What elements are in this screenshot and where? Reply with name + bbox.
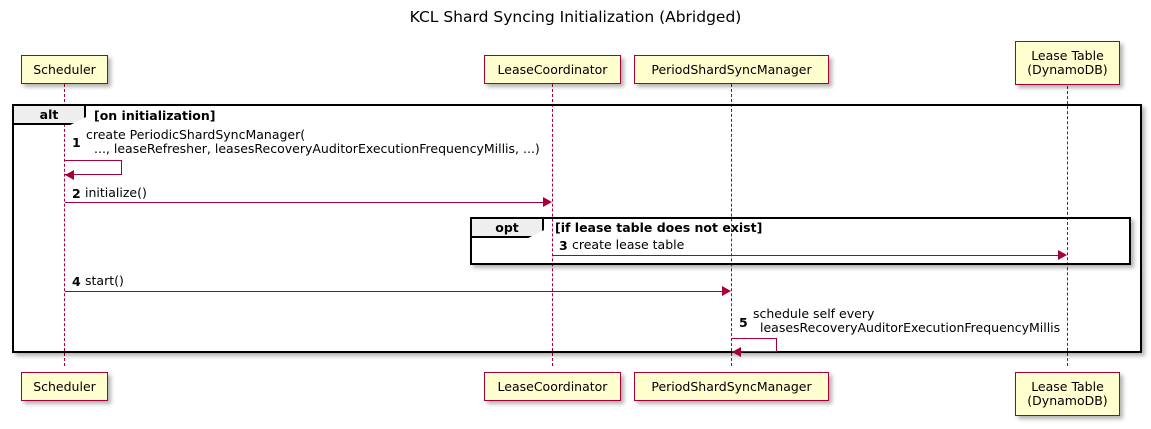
message-1-self-loop	[65, 160, 122, 175]
participant-leasetable-bottom[interactable]: Lease Table (DynamoDB)	[1015, 372, 1120, 416]
fragment-alt-tab: alt	[14, 106, 86, 125]
participant-label: LeaseCoordinator	[497, 378, 608, 394]
message-1-label-line2: ..., leaseRefresher, leasesRecoveryAudit…	[94, 141, 540, 156]
fragment-alt	[12, 104, 1142, 353]
message-4-line	[65, 291, 722, 292]
participant-label: LeaseCoordinator	[497, 61, 608, 77]
participant-label: Scheduler	[33, 378, 96, 394]
lifeline-scheduler	[64, 84, 65, 366]
message-2-label: initialize()	[85, 185, 147, 200]
message-3-number: 3	[559, 238, 568, 253]
message-5-label-line2: leasesRecoveryAuditorExecutionFrequencyM…	[760, 320, 1061, 335]
fragment-alt-operator: alt	[39, 107, 59, 122]
fragment-opt-operator: opt	[495, 220, 519, 235]
lifeline-leasetable	[1067, 86, 1068, 366]
message-3-arrowhead	[1058, 250, 1067, 260]
fragment-opt	[470, 217, 1131, 265]
participant-scheduler-top[interactable]: Scheduler	[21, 55, 108, 84]
diagram-title: KCL Shard Syncing Initialization (Abridg…	[409, 8, 742, 26]
lifeline-leasecoord	[552, 84, 553, 366]
participant-label: PeriodShardSyncManager	[651, 61, 812, 77]
message-1-label-line1: create PeriodicShardSyncManager(	[86, 127, 306, 142]
message-5-arrowhead	[732, 347, 741, 357]
participant-label: PeriodShardSyncManager	[651, 378, 812, 394]
participant-periodshardsyncmanager-top[interactable]: PeriodShardSyncManager	[634, 55, 829, 84]
participant-periodshardsyncmanager-bottom[interactable]: PeriodShardSyncManager	[634, 372, 829, 401]
message-2-number: 2	[72, 186, 81, 201]
participant-label-line1: Lease Table	[1031, 48, 1104, 63]
participant-scheduler-bottom[interactable]: Scheduler	[21, 372, 108, 401]
message-2-arrowhead	[543, 197, 552, 207]
lifeline-periodshard	[731, 84, 732, 366]
message-3-label: create lease table	[572, 237, 685, 252]
message-1-arrowhead	[65, 170, 74, 180]
message-5-self-loop	[732, 338, 777, 352]
message-5-number: 5	[739, 315, 748, 330]
message-4-arrowhead	[722, 286, 731, 296]
fragment-alt-condition: [on initialization]	[94, 108, 216, 123]
message-4-number: 4	[72, 274, 81, 289]
participant-label-line1: Lease Table	[1031, 379, 1104, 394]
participant-label-line2: (DynamoDB)	[1027, 62, 1108, 77]
participant-leasecoordinator-bottom[interactable]: LeaseCoordinator	[484, 372, 621, 401]
message-1-number: 1	[72, 135, 81, 150]
participant-label: Scheduler	[33, 61, 96, 77]
message-4-label: start()	[85, 273, 124, 288]
message-2-line	[65, 202, 543, 203]
participant-leasecoordinator-top[interactable]: LeaseCoordinator	[484, 55, 621, 84]
participant-leasetable-top[interactable]: Lease Table (DynamoDB)	[1015, 41, 1120, 85]
message-3-line	[553, 255, 1058, 256]
participant-label-line2: (DynamoDB)	[1027, 393, 1108, 408]
message-5-label-line1: schedule self every	[753, 306, 875, 321]
fragment-opt-condition: [if lease table does not exist]	[555, 220, 763, 235]
fragment-opt-tab: opt	[472, 219, 544, 238]
